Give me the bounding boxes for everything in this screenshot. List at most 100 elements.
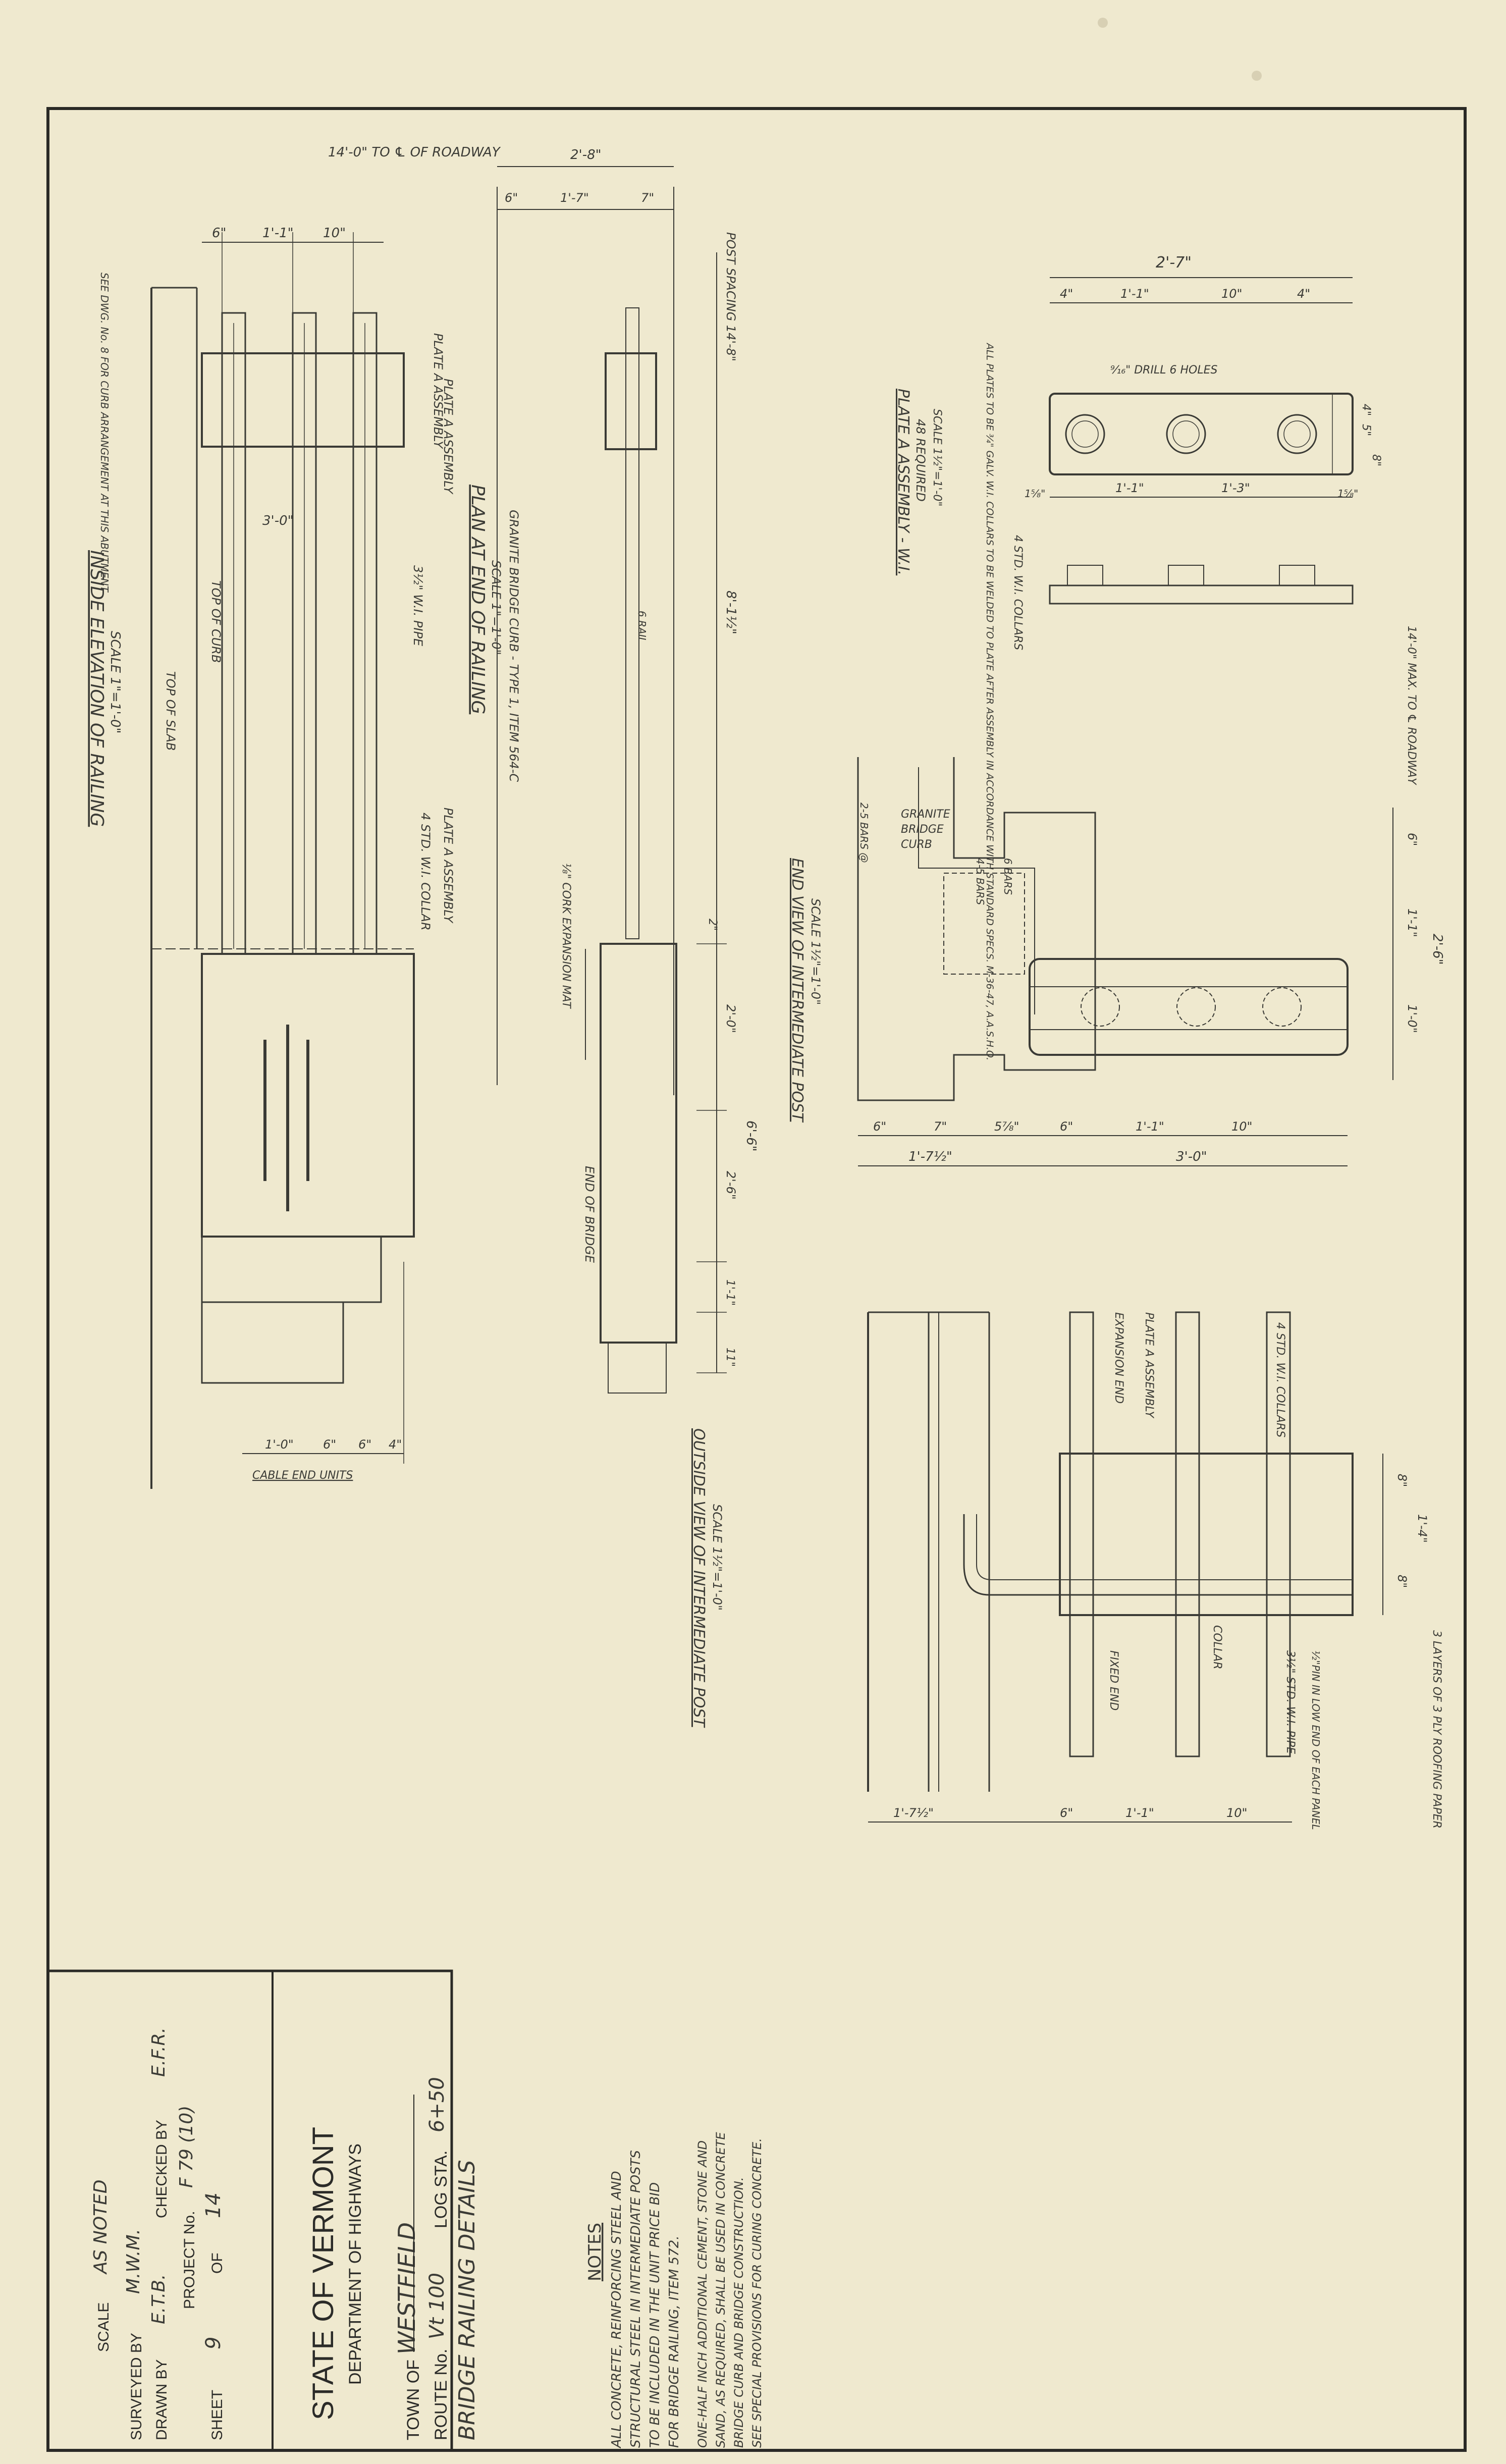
view-scale: SCALE 1"=1'-0" — [489, 560, 503, 655]
label-granite: GRANITE — [901, 808, 950, 821]
dim-label: 2'-6" — [724, 1171, 738, 1200]
drawn-value: E.T.B. — [148, 2274, 169, 2325]
dim-label: 8" — [1395, 1474, 1409, 1487]
note-line: ALL CONCRETE, REINFORCING STEEL AND — [609, 2171, 624, 2449]
dim-label: 1'-1" — [1125, 1806, 1154, 1820]
note-line: FOR BRIDGE RAILING, ITEM 572. — [667, 2235, 682, 2448]
dim-label: 10" — [1231, 1119, 1253, 1134]
dim-label: 2'-6" — [1430, 934, 1445, 965]
of-label: OF — [209, 2253, 226, 2274]
punch-hole — [1252, 71, 1262, 81]
dim-label: 4" — [389, 1437, 402, 1452]
dim-label: 6'-6" — [743, 1120, 759, 1152]
notes: NOTES ALL CONCRETE, REINFORCING STEEL AN… — [585, 2132, 764, 2449]
view-scale: SCALE 1½"=1'-0" — [809, 898, 823, 1005]
view-scale: SCALE 1½"=1'-0" — [710, 1504, 724, 1611]
view-scale: SCALE 1"=1'-0" — [107, 631, 123, 733]
dim-label: 1'-0" — [1405, 1004, 1419, 1033]
plate-a-text: 2'-7" 4" 1'-1" 10" 4" 1'-1" 1'-3" 1⅝" 1⅝… — [894, 254, 1382, 1060]
plan-view — [497, 166, 727, 1394]
surveyed-label: SURVEYED BY — [128, 2333, 145, 2440]
plate-note: ALL PLATES TO BE ¾" GALV. W.I. COLLARS T… — [984, 342, 995, 1060]
label-collars: 4 STD. W.I. COLLARS — [1274, 1322, 1286, 1437]
view-subtitle: 48 REQUIRED — [913, 419, 928, 502]
dim-label: 14'-0" TO ℄ OF ROADWAY — [328, 145, 501, 160]
title-block: STATE OF VERMONT DEPARTMENT OF HIGHWAYS … — [46, 1969, 480, 2452]
dim-label: 1'-1" — [1405, 908, 1419, 937]
dim-label: 3'-0" — [262, 513, 294, 528]
route-value: Vt 100 — [425, 2273, 449, 2339]
view-title: PLAN AT END OF RAILING — [467, 485, 488, 714]
label-collar: 4 STD. W.I. COLLAR — [418, 813, 433, 931]
rail-pipe — [1266, 1311, 1291, 1757]
town-value: WESTFIELD — [393, 2222, 420, 2354]
end-view — [857, 757, 1393, 1166]
note-line: ONE-HALF INCH ADDITIONAL CEMENT, STONE A… — [695, 2140, 710, 2448]
dim-label: 2'-7" — [1156, 254, 1192, 272]
dim-label: 1'-1" — [1120, 287, 1149, 301]
label-rail: 6 RAIL — [636, 611, 648, 643]
view-title: PLATE A ASSEMBLY - W.I. — [894, 389, 912, 575]
label-wi-pipe: 3½" W.I. PIPE — [411, 565, 425, 647]
dim-label: 7" — [641, 191, 654, 205]
view-scale: SCALE 1½"=1'-0" — [931, 409, 943, 507]
inside-elevation — [150, 232, 415, 1489]
dim-label: 4" — [1297, 287, 1310, 301]
sheet-value: 9 — [202, 2337, 225, 2349]
department-title: DEPARTMENT OF HIGHWAYS — [346, 2144, 365, 2385]
surveyed-value: M.W.M. — [123, 2229, 144, 2294]
dim-label: 8" — [1370, 454, 1382, 466]
project-value: F 79 (10) — [176, 2106, 197, 2188]
route-label: ROUTE No. — [432, 2349, 451, 2440]
outside-view-text: 1'-7½" 6" 1'-1" 10" 8" 1'-4" 8" OUTSIDE … — [690, 1312, 1443, 1830]
subject: BRIDGE RAILING DETAILS — [454, 2160, 480, 2440]
dim-label: 1⅝" — [1025, 488, 1045, 500]
label-cork-mat: ⅛" CORK EXPANSION MAT — [560, 863, 572, 1009]
dim-label: 1'-4" — [1415, 1514, 1429, 1543]
drill-holes-label: ⁹⁄₁₆" DRILL 6 HOLES — [1110, 364, 1217, 377]
label-curb: CURB — [901, 838, 932, 851]
dim-label: 4" — [1360, 404, 1372, 416]
dim-label: 6" — [505, 191, 518, 205]
dim-label: 6" — [212, 226, 227, 241]
dim-label: 4" — [1060, 287, 1073, 301]
dim-label: 2'-8" — [570, 147, 602, 163]
label-roofing-paper: 3 LAYERS OF 3 PLY ROOFING PAPER — [1430, 1630, 1443, 1829]
label-plate-a: PLATE A ASSEMBLY — [1143, 1312, 1155, 1419]
checked-value: E.F.R. — [148, 2027, 169, 2077]
dim-label: 1'-1" — [1115, 481, 1144, 495]
dim-label: 8" — [1395, 1575, 1409, 1588]
town-label: TOWN OF — [404, 2360, 423, 2440]
dim-label: 1⅝" — [1337, 488, 1358, 500]
log-sta-value: 6+50 — [425, 2077, 449, 2132]
label-bridge: BRIDGE — [901, 823, 944, 836]
dim-label: 6" — [358, 1437, 371, 1452]
plate-a-assembly — [1049, 277, 1354, 605]
dim-label: 1'-7½" — [908, 1149, 952, 1164]
dim-label: 6" — [873, 1119, 886, 1134]
note-line: SEE SPECIAL PROVISIONS FOR CURING CONCRE… — [750, 2138, 764, 2448]
note-line: STRUCTURAL STEEL IN INTERMEDIATE POSTS — [628, 2150, 643, 2448]
dim-label: 5" — [1360, 424, 1372, 436]
drawn-label: DRAWN BY — [153, 2359, 170, 2440]
note-line: BRIDGE CURB AND BRIDGE CONSTRUCTION. — [732, 2177, 746, 2448]
label-top-of-curb: TOP OF CURB — [209, 580, 223, 663]
dim-label: 1'-1" — [262, 226, 294, 241]
plan-view-text: 14'-0" TO ℄ OF ROADWAY 2'-8" 6" 1'-7" 7"… — [328, 145, 759, 1367]
end-view-text: GRANITE BRIDGE CURB 6" 7" 5⅞" 6" 1'-1" 1… — [788, 626, 1445, 1164]
dim-label: 1'-7" — [560, 191, 589, 205]
label-top-of-slab: TOP OF SLAB — [164, 671, 178, 751]
rail-pipe — [1069, 1311, 1094, 1757]
label-granite-curb: GRANITE BRIDGE CURB - TYPE 1, ITEM 564-C — [507, 510, 521, 782]
state-title: STATE OF VERMONT — [307, 2127, 340, 2420]
project-label: PROJECT No. — [181, 2211, 198, 2310]
dim-label: 10" — [323, 226, 346, 241]
dim-label: 7" — [934, 1119, 947, 1134]
rail-pipe — [1175, 1311, 1200, 1757]
of-value: 14 — [202, 2192, 225, 2218]
dim-label: 5⅞" — [994, 1119, 1019, 1134]
scale-value: AS NOTED — [90, 2179, 111, 2275]
scale-label: SCALE — [95, 2302, 112, 2352]
sheet-label: SHEET — [209, 2390, 226, 2440]
